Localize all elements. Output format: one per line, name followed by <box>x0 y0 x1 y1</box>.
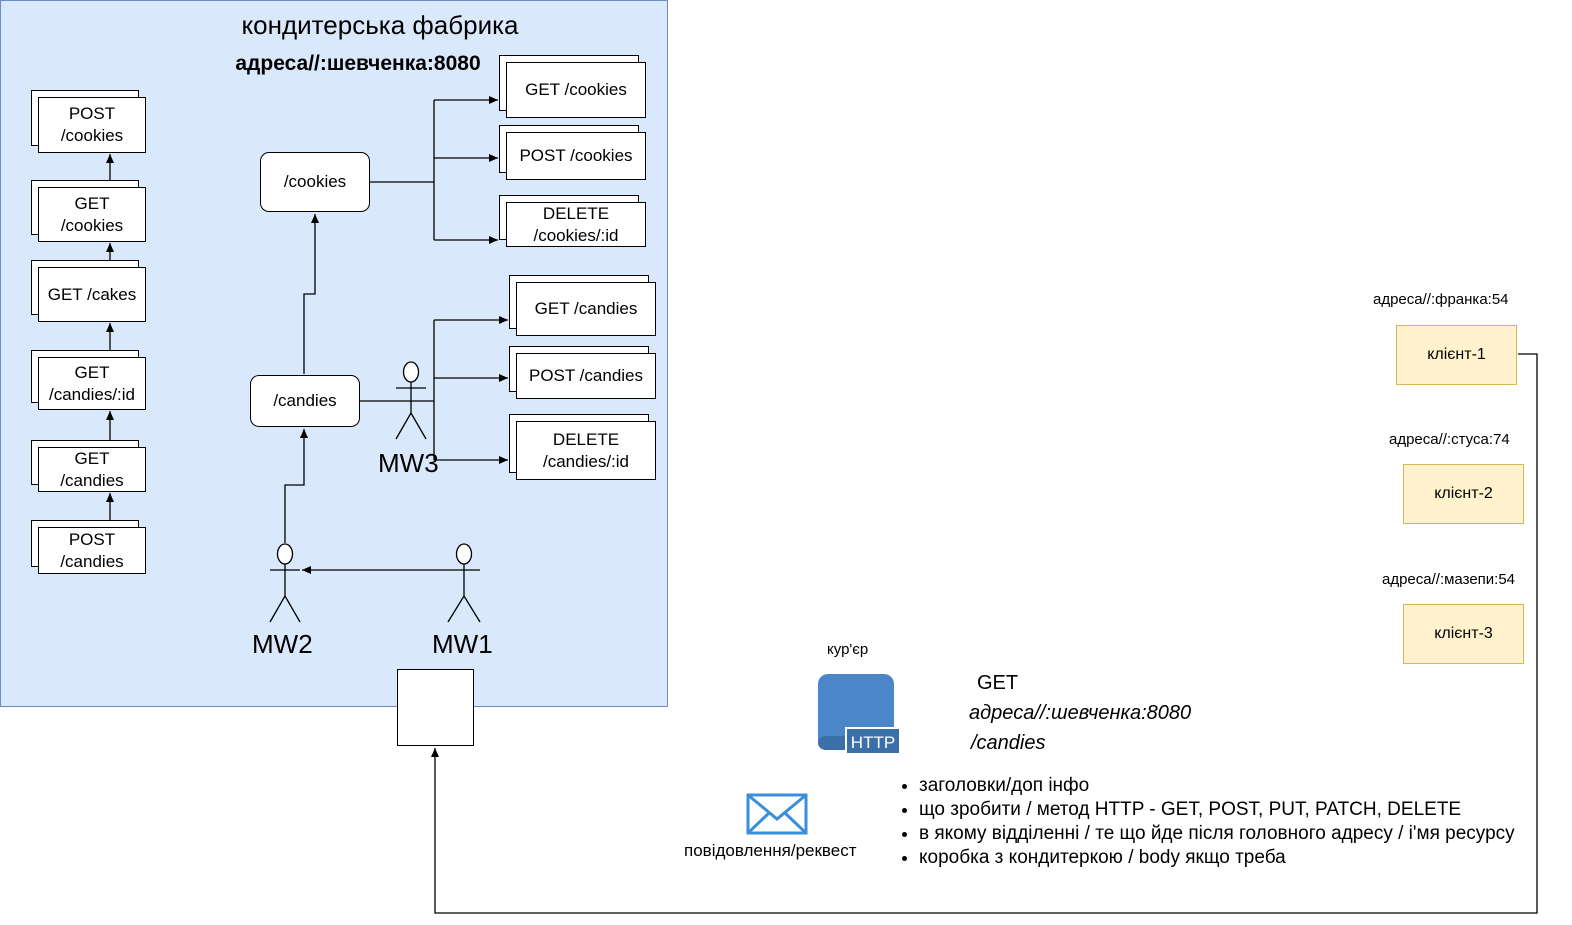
stack-get-cookies: GET /cookies <box>38 187 146 242</box>
stack-get-candy-by-id: GET /candies/:id <box>38 357 146 410</box>
client-2: клієнт-2 <box>1403 464 1524 524</box>
list-item: коробка з кондитеркою / body якщо треба <box>919 846 1515 870</box>
list-item: заголовки/доп інфо <box>919 774 1515 798</box>
request-parts-list: заголовки/доп інфо що зробити / метод HT… <box>899 774 1515 870</box>
client-2-address: адреса//:стуса:74 <box>1389 431 1510 448</box>
actor-label-mw1: MW1 <box>432 629 493 659</box>
route-get-candies: GET /candies <box>516 282 656 336</box>
message-label: повідовлення/реквест <box>684 841 857 860</box>
candies-to-cookies-arrow <box>303 214 319 374</box>
route-post-cookies: POST /cookies <box>506 132 646 180</box>
client-3: клієнт-3 <box>1403 604 1524 664</box>
envelope-icon <box>746 793 808 835</box>
http-icon: HTTP <box>818 674 900 755</box>
list-item: що зробити / метод HTTP - GET, POST, PUT… <box>919 798 1515 822</box>
router-cookies: /cookies <box>260 152 370 212</box>
request-method: GET <box>977 672 1019 694</box>
router-candies: /candies <box>250 375 360 427</box>
route-delete-cookie: DELETE /cookies/:id <box>506 202 646 247</box>
actor-label-mw3: MW3 <box>378 448 439 478</box>
client-1: клієнт-1 <box>1396 325 1517 385</box>
actor-label-mw2: MW2 <box>252 629 313 659</box>
stack-get-candies: GET /candies <box>38 447 146 492</box>
route-post-candies: POST /candies <box>516 353 656 399</box>
factory-title: кондитерська фабрика <box>241 10 519 40</box>
stack-post-candies: POST /candies <box>38 527 146 574</box>
factory-address: адреса//:шевченка:8080 <box>235 52 481 75</box>
mw2-to-candies-arrow <box>284 429 308 543</box>
http-badge-text: HTTP <box>851 733 895 752</box>
request-path: /candies <box>971 732 1046 754</box>
actor-mw1 <box>447 543 481 623</box>
route-get-cookies: GET /cookies <box>506 62 646 118</box>
courier-label: кур'єр <box>827 641 869 658</box>
client-1-address: адреса//:франка:54 <box>1373 291 1509 308</box>
client-3-address: адреса//:мазепи:54 <box>1382 571 1516 588</box>
actor-mw3 <box>395 361 427 440</box>
list-item: в якому відділенні / те що йде після гол… <box>919 822 1515 846</box>
stack-post-cookies: POST /cookies <box>38 97 146 153</box>
client-to-gate-arrow <box>431 353 1538 914</box>
stack-get-cakes: GET /cakes <box>38 267 146 322</box>
request-address: адреса//:шевченка:8080 <box>969 702 1192 724</box>
actor-mw2 <box>269 543 301 623</box>
factory-entry-box <box>397 669 474 746</box>
route-delete-candy: DELETE /candies/:id <box>516 421 656 480</box>
